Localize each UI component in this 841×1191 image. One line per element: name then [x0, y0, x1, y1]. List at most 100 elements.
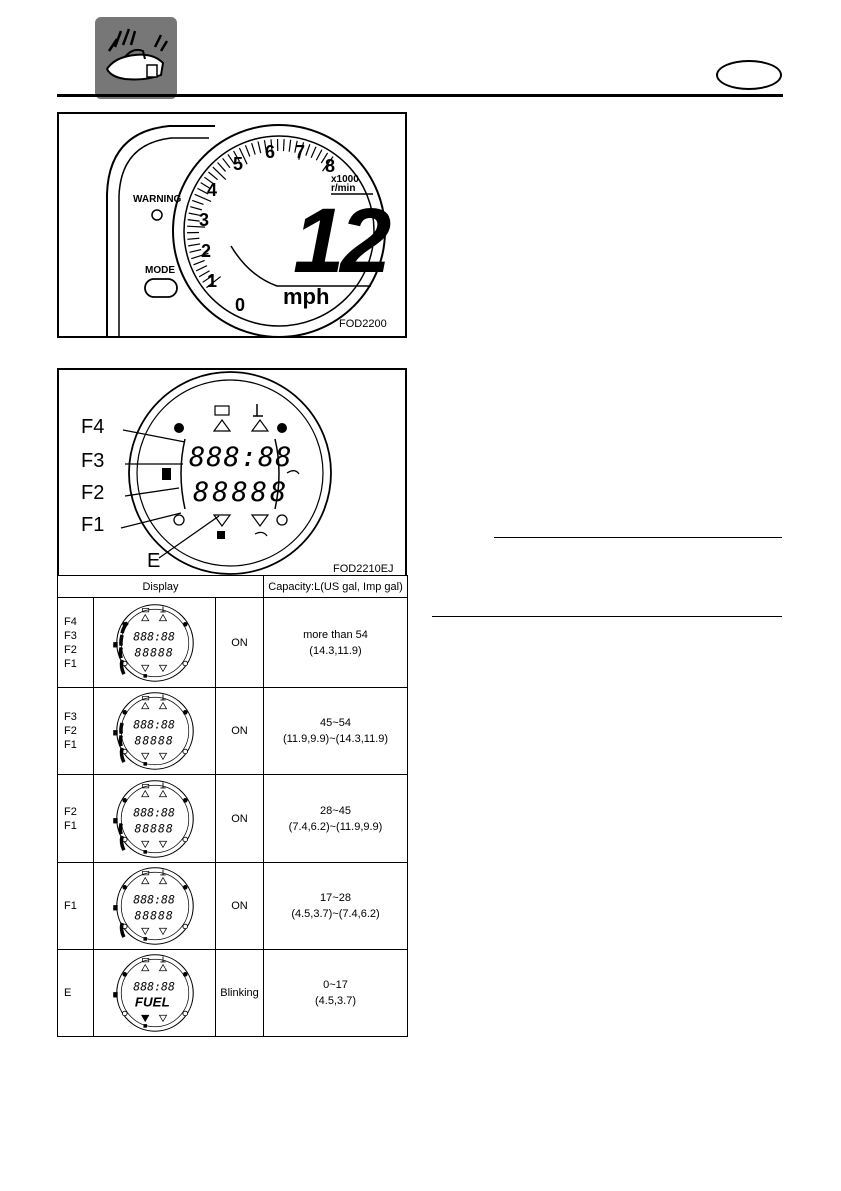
tach-label-0: 0	[235, 295, 246, 315]
tach-tick	[187, 225, 206, 228]
mini-display-cell: 888:88 88888	[93, 596, 216, 689]
level-code: F1	[64, 819, 77, 832]
capacity-cell: 0~17 (4.5,3.7)	[263, 948, 408, 1038]
svg-text:888:88: 888:88	[133, 979, 175, 993]
header-rule	[57, 94, 783, 97]
tach-tick	[194, 193, 212, 203]
capacity-main: 0~17	[323, 978, 348, 991]
tach-tick	[294, 140, 298, 153]
tach-tick	[195, 265, 208, 272]
tach-label-6: 6	[265, 142, 276, 162]
capacity-cell: 45~54(11.9,9.9)~(14.3,11.9)	[263, 687, 408, 776]
tach-tick	[238, 147, 248, 165]
mini-lcd-display: 888:88 88888	[112, 779, 194, 858]
note-rule-bottom	[432, 616, 782, 617]
mini-lcd-display: 888:88 88888	[112, 603, 194, 682]
tach-tick	[189, 248, 202, 253]
state-cell: ON	[215, 687, 264, 776]
capacity-cell: more than 54(14.3,11.9)	[263, 596, 408, 689]
level-code: F2	[64, 643, 77, 656]
speed-unit: mph	[283, 284, 330, 309]
mini-display-cell: 888:88 88888	[93, 861, 216, 950]
level-code: F3	[64, 629, 77, 642]
svg-text:88888: 88888	[134, 908, 173, 922]
tach-label-1: 1	[207, 271, 218, 291]
tach-label-8: 8	[325, 156, 336, 176]
lcd-top-digits: 888:88	[189, 442, 293, 473]
level-cell: E	[57, 948, 94, 1038]
tach-label-7: 7	[295, 142, 306, 162]
tach-tick	[187, 219, 200, 222]
tach-tick	[222, 157, 231, 169]
tach-tick	[310, 146, 317, 158]
level-code: F4	[64, 615, 77, 628]
mode-label: MODE	[145, 265, 175, 276]
level-code: F3	[64, 711, 77, 724]
mini-display-cell: 888:88 88888	[93, 687, 216, 776]
figure-code: FOD2200	[339, 318, 387, 330]
tach-tick	[188, 212, 201, 217]
capacity-sub: (7.4,6.2)~(11.9,9.9)	[288, 820, 383, 833]
temperature-icon	[253, 404, 263, 417]
tach-tick	[206, 276, 222, 289]
level-label-f1: F1	[81, 514, 105, 536]
speed-value: 12	[293, 190, 391, 292]
level-code: E	[64, 986, 72, 999]
tach-tick	[208, 171, 219, 181]
tach-label-5: 5	[233, 154, 244, 174]
header-capacity: Capacity:L(US gal, Imp gal)	[263, 575, 408, 598]
svg-text:88888: 88888	[134, 734, 173, 748]
header-display: Display	[57, 575, 264, 598]
mini-lcd-display: 888:88 88888	[112, 866, 194, 945]
level-label-e: E	[147, 550, 161, 572]
capacity-cell: 28~45(7.4,6.2)~(11.9,9.9)	[263, 774, 408, 863]
svg-text:888:88: 888:88	[133, 892, 175, 906]
svg-text:888:88: 888:88	[133, 805, 175, 819]
tach-tick	[188, 243, 201, 247]
svg-text:FUEL: FUEL	[134, 994, 169, 1009]
lcd-figure-code: FOD2210EJ	[333, 563, 394, 575]
tach-tick	[244, 145, 251, 157]
svg-text:88888: 88888	[134, 645, 173, 659]
svg-text:88888: 88888	[134, 821, 173, 835]
tach-tick	[298, 142, 305, 160]
tachometer-ticks	[187, 139, 334, 289]
state-cell: ON	[215, 861, 264, 950]
tach-tick	[187, 237, 200, 240]
svg-text:888:88: 888:88	[133, 718, 175, 732]
tach-tick	[192, 199, 204, 205]
mode-button[interactable]	[144, 278, 178, 298]
oil-small-icon	[254, 531, 268, 537]
state-cell: ON	[215, 596, 264, 689]
jet-ski-icon	[95, 17, 177, 99]
tach-tick	[251, 142, 256, 155]
tach-tick	[193, 259, 205, 266]
capacity-sub: (4.5,3.7)	[315, 994, 356, 1007]
level-label-f3: F3	[81, 450, 105, 472]
battery-icon	[214, 405, 230, 416]
svg-text:888:88: 888:88	[133, 629, 175, 643]
state-cell: Blinking	[215, 948, 264, 1038]
tach-tick	[282, 139, 285, 152]
level-code: F1	[64, 739, 77, 752]
mini-display-cell: 888:88 88888	[93, 774, 216, 863]
tach-tick	[227, 154, 236, 165]
tach-tick	[320, 152, 329, 164]
tach-tick	[190, 206, 202, 211]
tach-tick	[257, 141, 262, 154]
capacity-sub: (14.3,11.9)	[309, 644, 362, 657]
tach-tick	[197, 187, 209, 195]
level-label-f4: F4	[81, 416, 105, 438]
tach-unit: x1000 r/min	[331, 175, 359, 194]
tach-tick	[270, 139, 274, 158]
capacity-sub: (11.9,9.9)~(14.3,11.9)	[282, 733, 389, 746]
level-code: F1	[64, 657, 77, 670]
warning-lamp-icon	[151, 209, 163, 221]
tach-tick	[198, 270, 210, 278]
